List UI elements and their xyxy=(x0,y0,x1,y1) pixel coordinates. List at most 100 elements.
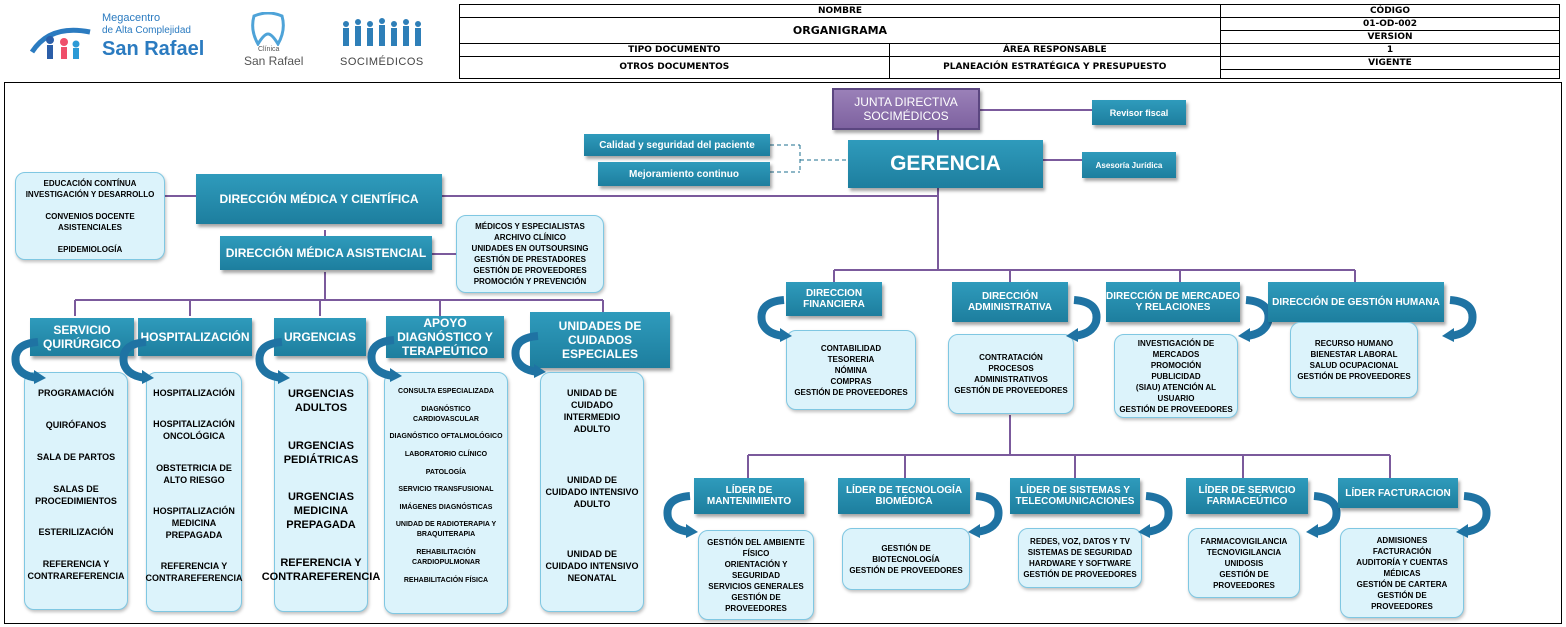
direction-item: NÓMINA xyxy=(834,365,868,375)
direction-item: PUBLICIDAD xyxy=(1151,371,1201,381)
list-item xyxy=(89,233,91,244)
service-item: HOSPITALIZACIÓN ONCOLÓGICA xyxy=(153,419,235,442)
socimedicos-label: SOCIMÉDICOS xyxy=(340,56,424,68)
list-item: GESTIÓN DE PROVEEDORES xyxy=(473,266,587,275)
direction-item: BIENESTAR LABORAL xyxy=(1310,350,1398,359)
curved-arrow-icon xyxy=(968,492,1003,538)
direction-item: INVESTIGACIÓN DE xyxy=(1137,338,1215,348)
junta-directiva-box: JUNTA DIRECTIVA SOCIMÉDICOS xyxy=(832,88,980,130)
leader-item: PROVEEDORES xyxy=(1213,580,1275,590)
leader-item: BIOTECNOLOGÍA xyxy=(872,554,940,564)
leader-item: GESTIÓN DE xyxy=(881,543,931,553)
figures-icon xyxy=(343,18,421,46)
service-item: UNIDAD DE CUIDADO INTENSIVO ADULTO xyxy=(545,474,639,509)
direction-item: MERCADOS xyxy=(1152,349,1200,359)
curved-arrow-icon xyxy=(511,332,546,378)
direction-item: (SIAU) ATENCIÓN AL xyxy=(1135,382,1217,392)
leader-title: LÍDER DE SERVICIO FARMACEÚTICO xyxy=(1186,478,1308,514)
org-chart-frame xyxy=(4,82,1562,624)
list-item: GESTIÓN DE PRESTADORES xyxy=(474,255,586,264)
leader-item: AUDITORÍA Y CUENTAS xyxy=(1356,557,1448,567)
leader-item: ORIENTACIÓN Y xyxy=(724,559,788,569)
service-item: ESTERILIZACIÓN xyxy=(38,527,114,538)
logos-area: Megacentro de Alta Complejidad San Rafae… xyxy=(4,4,457,78)
leader-item: GESTIÓN DE xyxy=(1219,569,1269,579)
direction-item: TESORERIA xyxy=(827,354,875,364)
direction-item: ADMINISTRATIVOS xyxy=(974,375,1048,384)
service-title: APOYO DIAGNÓSTICO Y TERAPEÚTICO xyxy=(386,316,504,358)
service-item: UNIDAD DE CUIDADO INTENSIVO NEONATAL xyxy=(545,549,639,584)
curved-arrow-icon xyxy=(11,338,46,384)
list-item: ARCHIVO CLÍNICO xyxy=(494,233,566,242)
service-item: REFERENCIA Y CONTRAREFERENCIA xyxy=(261,557,381,584)
area-responsable-value: PLANEACIÓN ESTRATÉGICA Y PRESUPUESTO xyxy=(888,56,1222,79)
curved-arrow-icon xyxy=(1456,492,1491,538)
list-item: PROMOCIÓN Y PREVENCIÓN xyxy=(473,277,587,286)
leader-item: PROVEEDORES xyxy=(725,603,787,613)
curved-arrow-icon xyxy=(119,338,154,384)
megacentro-line1: Megacentro xyxy=(102,12,161,24)
direction-item: RECURSO HUMANO xyxy=(1314,339,1394,348)
direction-title: DIRECCION FINANCIERA xyxy=(786,282,882,316)
curved-arrow-icon xyxy=(367,336,402,382)
direction-item: CONTABILIDAD xyxy=(820,343,882,353)
leader-item: SEGURIDAD xyxy=(731,570,780,580)
direction-title: DIRECCIÓN DE GESTIÓN HUMANA xyxy=(1268,282,1444,322)
list-item: MÉDICOS Y ESPECIALISTAS xyxy=(475,222,585,231)
leader-item: GESTIÓN DE xyxy=(731,592,781,602)
document-meta-table: NOMBRE CÓDIGO ORGANIGRAMA 01-OD-002 VERS… xyxy=(459,4,1560,79)
service-title: SERVICIO QUIRÚRGICO xyxy=(30,318,134,356)
document-header: Megacentro de Alta Complejidad San Rafae… xyxy=(0,0,1566,80)
service-item: URGENCIAS MEDICINA PREPAGADA xyxy=(286,491,356,532)
curved-arrow-icon xyxy=(1442,296,1477,342)
revisor-fiscal-box: Revisor fiscal xyxy=(1092,100,1186,125)
clinica-line1: Clínica xyxy=(258,46,280,53)
gerencia-box: GERENCIA xyxy=(848,140,1043,188)
curved-arrow-icon xyxy=(1238,296,1273,342)
service-item: SALAS DE PROCEDIMIENTOS xyxy=(35,483,117,506)
service-title: URGENCIAS xyxy=(274,318,366,356)
leader-item: GESTIÓN DE CARTERA xyxy=(1356,579,1448,589)
direction-item: PROMOCIÓN xyxy=(1150,360,1202,370)
direction-item: COMPRAS xyxy=(830,376,872,386)
leader-item: TECNOVIGILANCIA xyxy=(1206,547,1282,557)
service-item: REHABILITACIÓN FÍSICA xyxy=(403,576,489,584)
leader-title: LÍDER DE TECNOLOGÍA BIOMÉDICA xyxy=(838,478,970,514)
service-item: IMÁGENES DIAGNÓSTICAS xyxy=(399,503,493,511)
service-item: HOSPITALIZACIÓN MEDICINA PREPAGADA xyxy=(153,505,235,540)
megacentro-line3: San Rafael xyxy=(102,38,205,60)
leader-title: LÍDER DE MANTENIMIENTO xyxy=(694,478,804,514)
service-item: SERVICIO TRANSFUSIONAL xyxy=(398,486,494,494)
leader-item: SISTEMAS DE SEGURIDAD xyxy=(1027,548,1133,557)
mejoramiento-continuo-box: Mejoramiento continuo xyxy=(598,162,770,186)
service-item: REFERENCIA Y CONTRAREFERENCIA xyxy=(145,561,243,584)
list-item: EDUCACIÓN CONTÍNUA xyxy=(43,178,137,188)
service-item: REHABILITACIÓN CARDIOPULMONAR xyxy=(411,549,481,567)
service-item: QUIRÓFANOS xyxy=(45,419,107,430)
direction-item: GESTIÓN DE PROVEEDORES xyxy=(954,386,1068,395)
leader-item: GESTIÓN DEL AMBIENTE xyxy=(707,537,805,547)
list-item: INVESTIGACIÓN Y DESARROLLO xyxy=(25,189,155,199)
direction-item: GESTIÓN DE PROVEEDORES xyxy=(1119,404,1233,414)
curved-arrow-icon xyxy=(663,492,698,538)
socimedicos-logo: SOCIMÉDICOS xyxy=(334,12,434,74)
calidad-seguridad-box: Calidad y seguridad del paciente xyxy=(584,134,770,156)
direccion-medica-cientifica-box: DIRECCIÓN MÉDICA Y CIENTÍFICA xyxy=(196,174,442,224)
empty-cell xyxy=(1220,69,1560,79)
leader-title: LÍDER FACTURACION xyxy=(1338,478,1458,508)
tooth-icon xyxy=(251,12,285,46)
leader-item: ADMISIONES xyxy=(1376,535,1428,545)
